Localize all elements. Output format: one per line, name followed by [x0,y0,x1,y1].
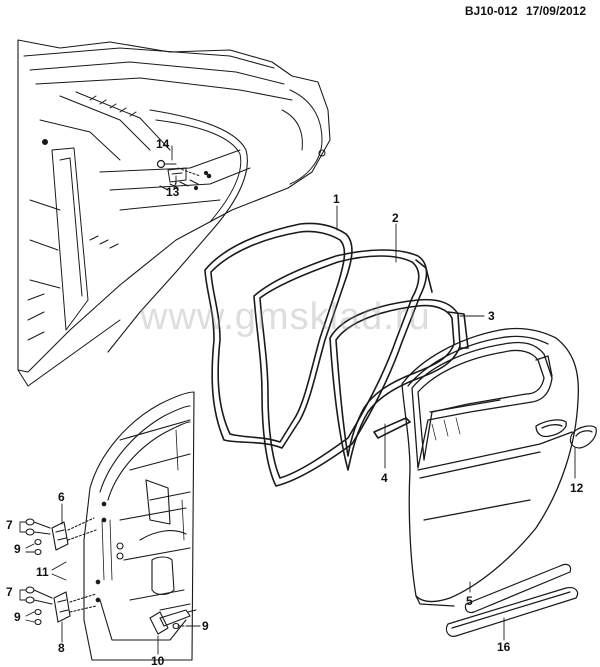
molding-5 [464,563,572,614]
hinge-pillar-body [83,391,195,661]
callout-9-check: 9 [202,619,209,633]
callout-4: 4 [381,471,388,485]
callout-2: 2 [392,211,399,225]
callout-12: 12 [570,481,584,495]
cover-12 [569,425,597,449]
callout-1: 1 [333,192,340,206]
callout-7-lower: 7 [6,585,13,599]
upper-hinge-assembly [25,517,97,556]
seal-1-outline [204,222,353,449]
callout-9-upper: 9 [14,542,21,556]
callout-11: 11 [36,565,49,579]
callout-3: 3 [488,309,495,323]
diagram-code: BJ10-012 [464,4,518,18]
striker-assembly [156,159,212,189]
lower-hinge-assembly [25,586,97,626]
callout-8: 8 [58,641,65,655]
callout-7-upper: 7 [6,518,13,532]
seal-4-strip [373,417,411,439]
callout-6: 6 [58,490,65,504]
callout-5: 5 [466,594,473,608]
seal-2-outline [253,249,433,487]
diagram-header: BJ10-012 17/09/2012 [465,4,586,18]
body-side-structure [17,39,331,387]
callout-14: 14 [156,137,170,151]
door-check-assembly [149,609,197,635]
rear-door [401,327,580,607]
callout-13: 13 [166,185,180,199]
watermark-text: www.gmsklad.ru [140,296,431,338]
callout-10: 10 [151,654,165,667]
molding-16 [445,587,579,637]
diagram-date: 17/09/2012 [525,4,586,18]
callout-9-lower: 9 [14,610,21,624]
callout-16: 16 [497,640,511,654]
leader-lines [19,145,576,655]
